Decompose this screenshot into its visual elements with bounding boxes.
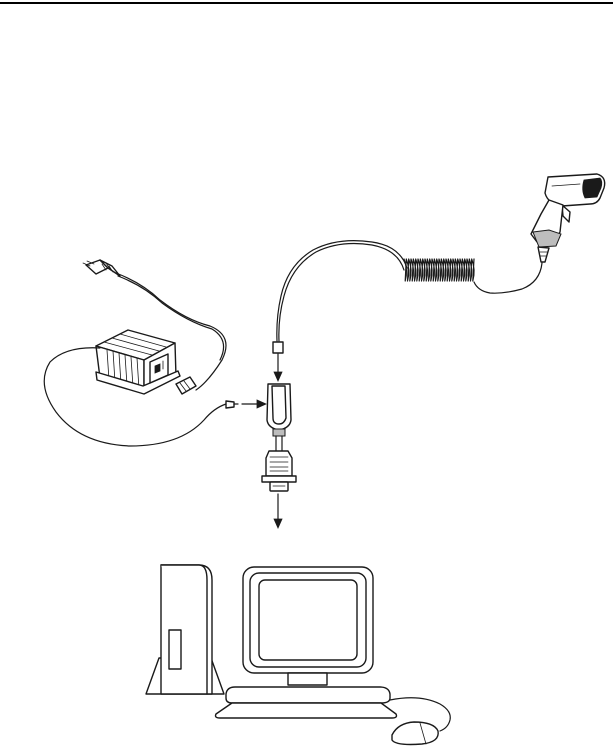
interface-cable: [262, 384, 296, 491]
power-plug: [83, 260, 120, 276]
handheld-scanner: [531, 174, 605, 262]
cable-connector: [273, 342, 283, 353]
power-connector-block: [176, 377, 196, 394]
computer-tower: [146, 565, 224, 694]
arrow-right: [242, 400, 266, 408]
mouse: [392, 722, 438, 745]
arrow-down-upper: [274, 354, 282, 381]
coiled-cable: [277, 241, 542, 341]
power-supply: [96, 330, 180, 394]
arrow-down-lower: [274, 494, 282, 528]
monitor: [243, 567, 373, 685]
keyboard: [216, 687, 397, 718]
